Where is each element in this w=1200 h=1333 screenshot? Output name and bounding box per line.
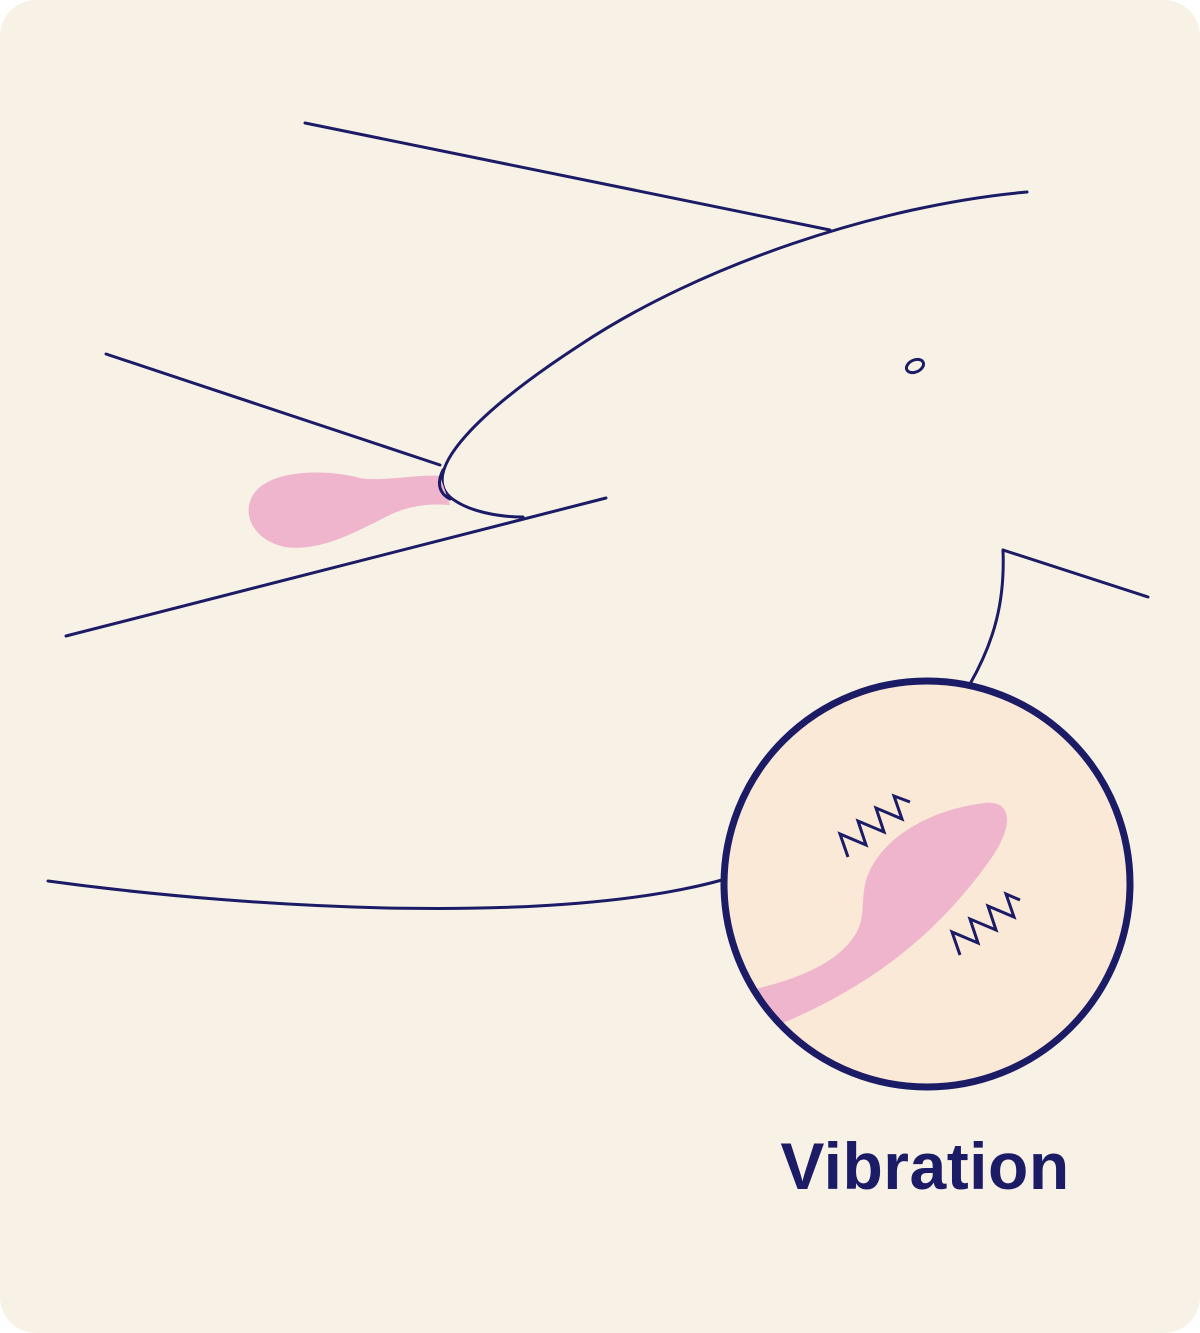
- toy-shape: [248, 472, 450, 548]
- upper-thigh-line: [303, 121, 832, 232]
- zoom-content: [724, 802, 1007, 1034]
- lower-thigh-line: [64, 496, 608, 638]
- lower-leg-curve: [46, 878, 724, 910]
- zigzag-vibration-icon: [949, 891, 1021, 956]
- zoom-toy-shape: [724, 802, 1007, 1034]
- zigzag-vibration-icon: [837, 793, 911, 858]
- caption-label: Vibration: [780, 1129, 1070, 1203]
- navel: [904, 357, 926, 375]
- belly-edge: [438, 468, 452, 501]
- back-line: [1001, 548, 1150, 599]
- body-outline: [46, 121, 1150, 910]
- inner-thigh-line: [104, 352, 442, 467]
- belly-curve: [440, 190, 1029, 519]
- zoom-circle-border: [720, 677, 1134, 1091]
- back-curve: [968, 548, 1005, 686]
